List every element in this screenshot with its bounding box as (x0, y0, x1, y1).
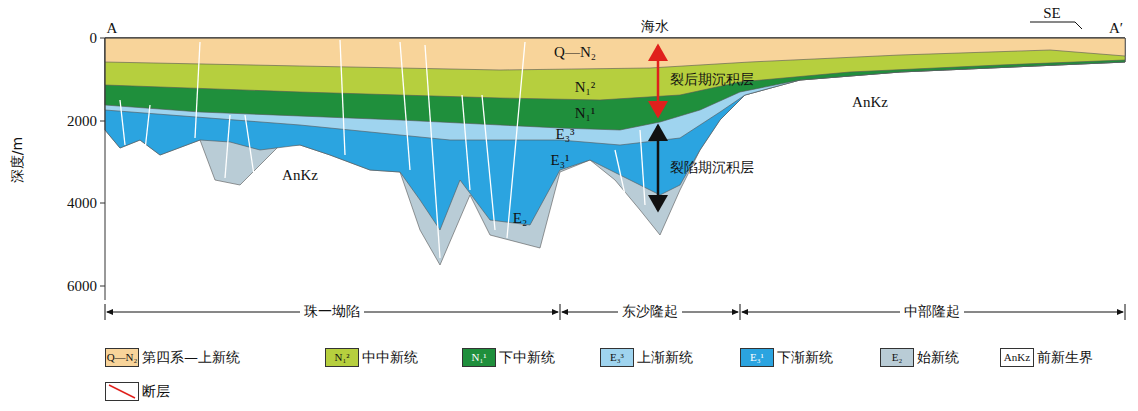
swatch-code: E₂ (892, 352, 903, 363)
n12-layer (105, 38, 1125, 100)
swatch-code: N₁¹ (471, 352, 486, 363)
basement-label: AnKz (852, 94, 888, 111)
depth-tick: 4000 (67, 195, 97, 212)
swatch-code: N₁² (334, 352, 349, 363)
fault-sample (105, 382, 139, 401)
syn-rift-arrow (657, 126, 660, 210)
layer-code: N₁¹ (575, 105, 596, 122)
legend-item: N₁² 中中新统 (325, 348, 418, 367)
legend-text: 下渐新统 (777, 349, 833, 367)
region-label: 珠一坳陷 (300, 304, 364, 319)
legend-text: 前新生界 (1037, 349, 1093, 367)
swatch-code: Q—N₂ (107, 352, 138, 363)
depth-tick: 0 (90, 30, 98, 47)
legend-item: E₃³ 上渐新统 (600, 348, 693, 367)
depth-tick: 6000 (67, 278, 97, 295)
legend-item: 断层 (105, 382, 170, 401)
legend-swatch: N₁² (325, 348, 359, 367)
syn-rift-label: 裂陷期沉积层 (670, 160, 754, 175)
swatch-code: AnKz (1004, 352, 1030, 363)
legend-item: N₁¹ 下中新统 (462, 348, 555, 367)
swatch-code: E₃¹ (750, 352, 764, 363)
layer-code: E₃³ (556, 126, 575, 143)
layer-code: E₃¹ (551, 152, 570, 169)
fault-lines (120, 40, 645, 258)
sea-label: 海水 (641, 19, 669, 34)
legend-swatch: N₁¹ (462, 348, 496, 367)
layer-code: Q—N₂ (554, 44, 596, 61)
legend-swatch: AnKz (1000, 348, 1034, 367)
section-end: A′ (1109, 20, 1123, 37)
legend-swatch: E₃³ (600, 348, 634, 367)
n11-layer (105, 38, 1125, 130)
layer-code: N₁² (575, 79, 596, 96)
legend-swatch: E₃¹ (740, 348, 774, 367)
region-label: 东沙隆起 (618, 304, 682, 319)
legend-item: Q—N₂ 第四系—上新统 (105, 348, 240, 367)
q-n2-layer (105, 38, 1125, 70)
region-label: 中部隆起 (900, 304, 964, 319)
e2-layer (105, 38, 1125, 265)
layer-code: E₂ (513, 210, 527, 227)
legend-text: 第四系—上新统 (142, 349, 240, 367)
legend-item: E₂ 始新统 (880, 348, 959, 367)
legend-text: 始新统 (917, 349, 959, 367)
e33-layer (105, 38, 1125, 145)
direction-label: SE (1043, 5, 1061, 22)
direction-mark (1030, 22, 1082, 29)
region-bar (105, 304, 1125, 320)
legend-text: 下中新统 (499, 349, 555, 367)
axis-title: 深度/m (10, 137, 25, 183)
post-rift-arrow (657, 46, 660, 116)
depth-axis (100, 38, 105, 300)
legend-swatch: E₂ (880, 348, 914, 367)
legend-text: 中中新统 (362, 349, 418, 367)
basement-label: AnKz (282, 167, 318, 184)
legend-swatch: Q—N₂ (105, 348, 139, 367)
legend-item: E₃¹ 下渐新统 (740, 348, 833, 367)
post-rift-label: 裂后期沉积层 (670, 72, 754, 87)
swatch-code: E₃³ (610, 352, 624, 363)
depth-tick: 2000 (67, 113, 97, 130)
legend-text: 上渐新统 (637, 349, 693, 367)
e31-layer (105, 38, 1125, 230)
legend-item: AnKz 前新生界 (1000, 348, 1093, 367)
section-end: A (107, 20, 118, 37)
legend-text: 断层 (142, 383, 170, 401)
